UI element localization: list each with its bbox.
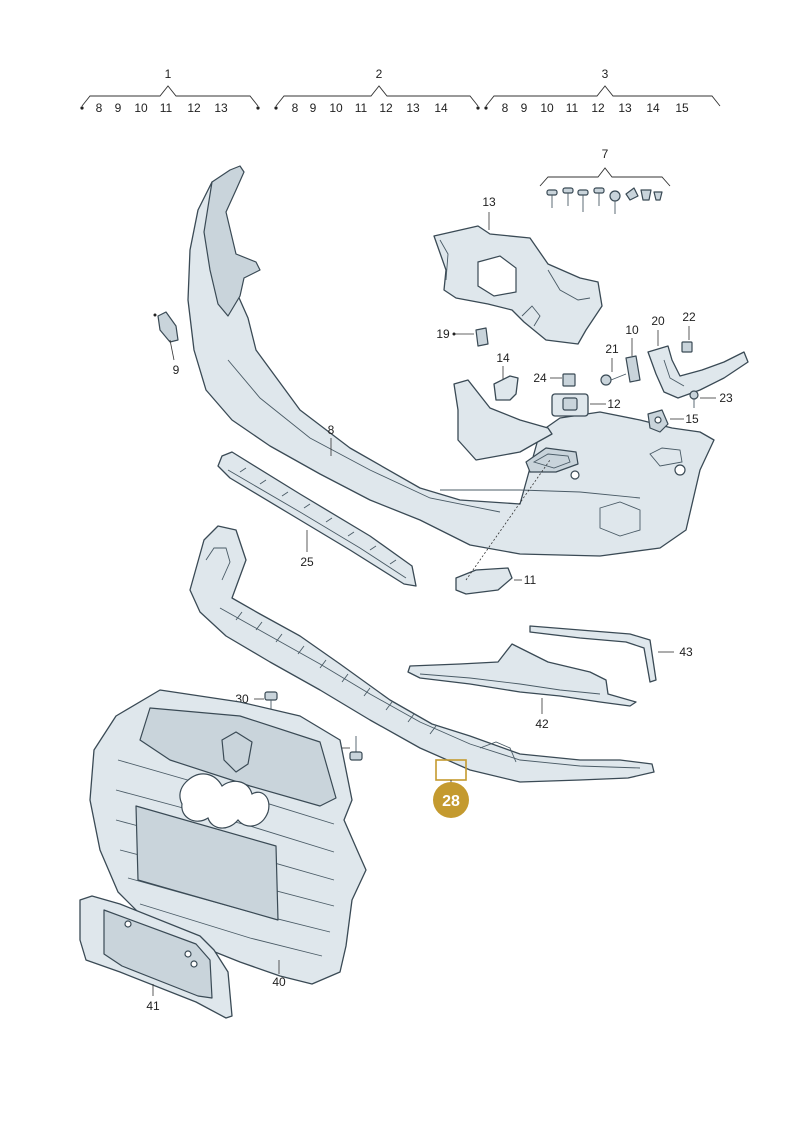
kit-3-item: 10: [540, 101, 554, 115]
part-23-screw[interactable]: 23: [689, 390, 733, 408]
kit-2-item: 13: [406, 101, 420, 115]
part-25-upper-grille-support[interactable]: 25: [217, 451, 417, 587]
svg-text:42: 42: [535, 717, 549, 731]
part-20-guide-bracket[interactable]: 20: [647, 314, 749, 399]
part-28-lower-carrier[interactable]: 28: [189, 525, 655, 818]
svg-text:9: 9: [173, 363, 180, 377]
kit-2-item: 14: [434, 101, 448, 115]
svg-text:23: 23: [719, 391, 733, 405]
part-13-mount-bracket[interactable]: 13: [433, 195, 603, 345]
kit-1-item: 13: [214, 101, 228, 115]
kit-1: 1 8 9 10 11 12 13: [80, 67, 260, 115]
part-10-clip[interactable]: 10: [625, 323, 641, 383]
kit-1-item: 9: [115, 101, 122, 115]
kit-3-number: 3: [602, 67, 609, 81]
part-42-trim-strip[interactable]: 42: [407, 643, 637, 731]
kit-3-item: 15: [675, 101, 689, 115]
part-8-bumper-cover[interactable]: 8: [187, 165, 715, 557]
svg-text:14: 14: [496, 351, 510, 365]
kit-2-item: 8: [292, 101, 299, 115]
part-28-callout-label: 28: [442, 793, 460, 810]
kit-1-number: 1: [165, 67, 172, 81]
svg-text:13: 13: [482, 195, 496, 209]
part-7-screw-set[interactable]: 7: [539, 147, 671, 214]
svg-text:22: 22: [682, 310, 696, 324]
svg-text:7: 7: [602, 147, 609, 161]
part-21-screw[interactable]: 21: [600, 342, 627, 386]
part-24-nut[interactable]: 24: [533, 371, 576, 387]
kit-3-item: 11: [566, 101, 579, 115]
kit-2-item: 11: [355, 101, 368, 115]
part-11-tow-hook-cap[interactable]: 11: [455, 459, 551, 595]
kit-3-item: 9: [521, 101, 528, 115]
svg-text:40: 40: [272, 975, 286, 989]
part-41-license-plate-holder[interactable]: 41: [79, 895, 233, 1019]
part-12-sensor-holder[interactable]: 12: [551, 393, 621, 417]
kit-3-item: 12: [591, 101, 605, 115]
svg-text:21: 21: [605, 342, 619, 356]
svg-text:20: 20: [651, 314, 665, 328]
svg-text:43: 43: [679, 645, 693, 659]
kit-2-number: 2: [376, 67, 383, 81]
svg-text:8: 8: [328, 423, 335, 437]
kit-1-item: 12: [187, 101, 201, 115]
kit-3-item: 8: [502, 101, 509, 115]
part-40-radiator-grille[interactable]: 40: [89, 689, 367, 989]
part-43-trim-strip[interactable]: 43: [529, 625, 693, 683]
part-28-callout-badge[interactable]: [433, 782, 469, 818]
kit-1-item: 10: [134, 101, 148, 115]
kit-3-item: 14: [646, 101, 660, 115]
kit-3: 3 8 9 10 11 12 13 14 15: [484, 67, 721, 115]
part-22-clip[interactable]: 22: [681, 310, 696, 353]
svg-text:41: 41: [146, 999, 160, 1013]
part-15-sensor-bracket[interactable]: 15: [647, 409, 699, 433]
kit-2-item: 12: [379, 101, 393, 115]
svg-text:12: 12: [607, 397, 621, 411]
kit-1-item: 11: [160, 101, 173, 115]
screw-icon: [546, 187, 663, 214]
svg-text:24: 24: [533, 371, 547, 385]
part-9-clip[interactable]: 9: [153, 311, 180, 377]
part-14-bracket[interactable]: 14: [493, 351, 519, 401]
svg-text:19: 19: [436, 327, 450, 341]
svg-text:25: 25: [300, 555, 314, 569]
part-19-clip[interactable]: 19: [436, 327, 489, 347]
svg-text:10: 10: [625, 323, 639, 337]
kit-2-item: 10: [329, 101, 343, 115]
kit-1-item: 8: [96, 101, 103, 115]
kit-2: 2 8 9 10 11 12 13 14: [274, 67, 480, 115]
kit-2-item: 9: [310, 101, 317, 115]
svg-text:15: 15: [685, 412, 699, 426]
kit-3-item: 13: [618, 101, 632, 115]
svg-text:11: 11: [524, 573, 537, 587]
